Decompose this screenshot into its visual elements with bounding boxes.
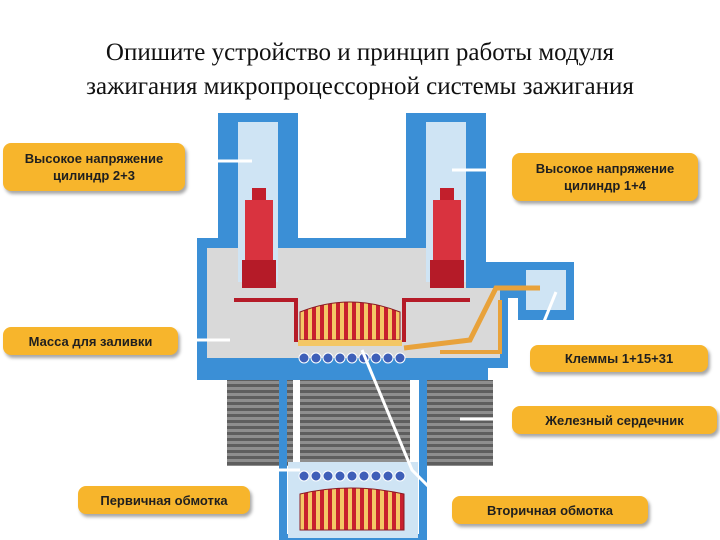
slide-title: Опишите устройство и принцип работы моду… bbox=[0, 36, 720, 104]
terminal-wire-2 bbox=[440, 300, 502, 354]
iron-core-right bbox=[425, 380, 493, 466]
hv-lead-left bbox=[234, 298, 298, 342]
label-potting-text: Масса для заливки bbox=[28, 333, 153, 349]
label-hv-cyl-1-4: Высокое напряжение цилиндр 1+4 bbox=[512, 153, 698, 201]
label-primary-winding-text: Первичная обмотка bbox=[100, 492, 228, 508]
hv-pin-left bbox=[242, 188, 276, 288]
label-iron-core: Железный сердечник bbox=[512, 406, 717, 434]
label-hv-left-line1: Высокое напряжение bbox=[24, 151, 164, 166]
primary-winding-lower bbox=[298, 470, 406, 482]
hv-lead-right bbox=[402, 298, 470, 342]
primary-winding-upper bbox=[298, 352, 406, 364]
label-primary-winding: Первичная обмотка bbox=[78, 486, 250, 514]
label-hv-left-line2: цилиндр 2+3 bbox=[53, 168, 135, 183]
label-potting-compound: Масса для заливки bbox=[3, 327, 178, 355]
label-iron-core-text: Железный сердечник bbox=[545, 412, 684, 428]
leader-lines bbox=[178, 159, 558, 512]
secondary-winding-upper bbox=[299, 301, 401, 341]
label-hv-cyl-2-3: Высокое напряжение цилиндр 2+3 bbox=[3, 143, 185, 191]
coil-bobbin-bar bbox=[298, 340, 402, 346]
label-secondary-winding: Вторичная обмотка bbox=[452, 496, 648, 524]
title-line-1: Опишите устройство и принцип работы моду… bbox=[105, 39, 615, 66]
label-hv-right-line1: Высокое напряжение bbox=[535, 161, 675, 176]
iron-core-center bbox=[300, 380, 410, 462]
label-terminals: Клеммы 1+15+31 bbox=[530, 345, 708, 372]
secondary-winding-lower bbox=[299, 487, 405, 531]
terminal-wire-1 bbox=[403, 285, 540, 351]
title-line-2: зажигания микропроцессорной системы зажи… bbox=[86, 73, 634, 100]
label-terminals-text: Клеммы 1+15+31 bbox=[564, 351, 674, 366]
label-hv-right-line2: цилиндр 1+4 bbox=[564, 178, 646, 193]
hv-pin-right bbox=[430, 188, 464, 288]
label-secondary-winding-text: Вторичная обмотка bbox=[486, 502, 614, 518]
